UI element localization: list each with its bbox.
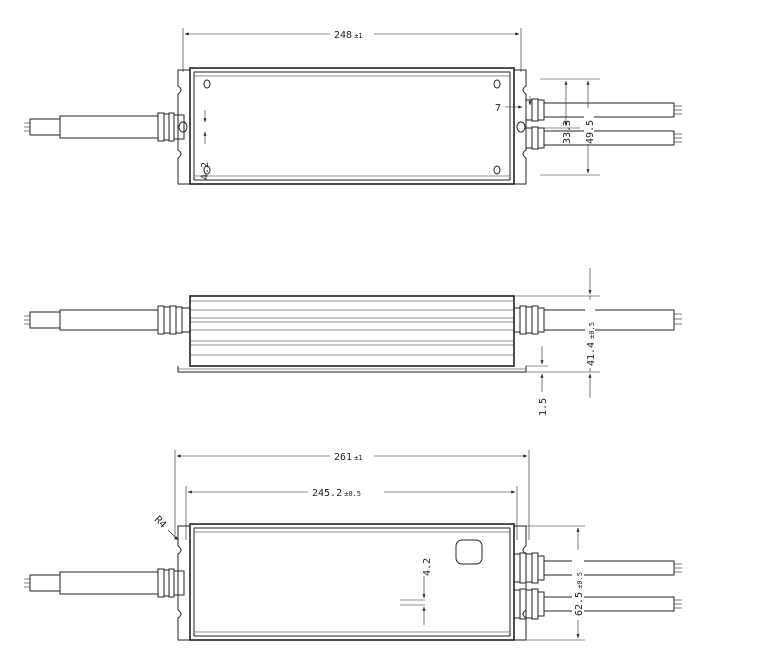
side-flange-dim: 1.5 <box>538 398 549 416</box>
bottom-body-outline <box>189 523 515 641</box>
top-cable-dim-b: 33.3 <box>562 120 573 144</box>
side-left-cable <box>24 305 191 335</box>
bottom-mount-dim: 245.2±0.5 <box>312 488 361 499</box>
top-width-dim: 248±1 <box>334 30 363 41</box>
bottom-left-ear <box>177 525 190 641</box>
bottom-overall-dim: 261±1 <box>334 452 363 463</box>
top-right-ear <box>514 69 527 185</box>
bottom-view: 261±1 245.2±0.5 R4 <box>24 448 682 641</box>
top-body-outline <box>189 67 515 185</box>
top-cable-dim-a: 7 <box>495 103 501 114</box>
top-cable-dim-c: 49.5 <box>585 120 596 144</box>
top-hole-dim: 4.2 <box>200 162 211 180</box>
side-right-cable <box>513 305 682 335</box>
side-body-outline <box>189 295 515 367</box>
side-height-dim: 41.4±0.5 <box>586 322 597 366</box>
bottom-hole-dim: 4.2 <box>422 558 433 576</box>
top-right-cables <box>525 98 682 150</box>
top-left-ear <box>177 69 190 185</box>
top-left-cable <box>24 112 185 142</box>
bottom-right-cables <box>513 552 682 620</box>
top-view: 248±1 4.2 <box>24 26 682 185</box>
bottom-depth-dim: 62.5±0.5 <box>574 572 585 616</box>
bottom-adjust-window <box>455 539 483 565</box>
bottom-left-cable <box>24 568 185 598</box>
bottom-radius-dim: R4 <box>152 514 168 530</box>
side-view: 41.4±0.5 1.5 <box>24 268 682 416</box>
